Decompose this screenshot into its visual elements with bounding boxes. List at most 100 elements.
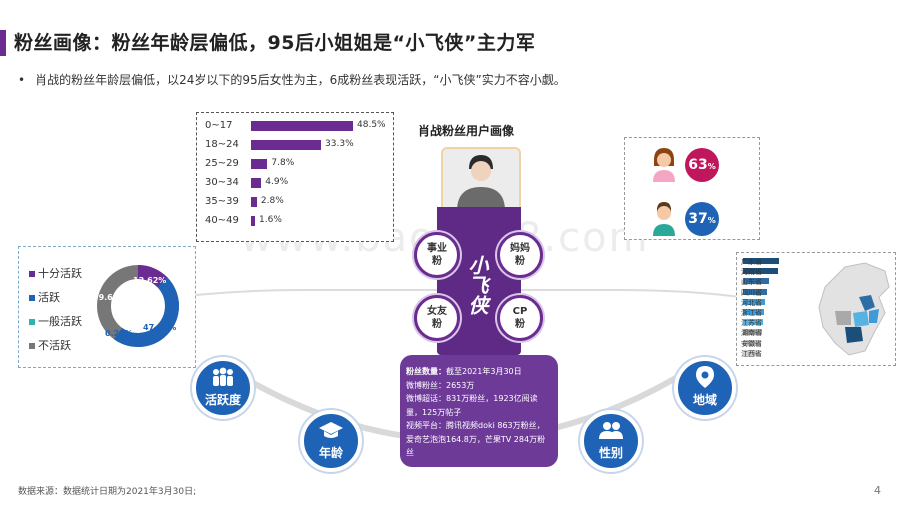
male-share: 37% (685, 202, 719, 236)
tag-career-fans[interactable]: 事业 粉 (414, 232, 460, 278)
tag-label: 事业 粉 (427, 243, 447, 267)
node-activity[interactable]: 活跃度 (192, 357, 254, 419)
portrait-photo (441, 147, 521, 213)
legend-inactive: 不活跃 (29, 337, 71, 353)
info-value: 微博粉丝：2653万 (406, 380, 475, 390)
age-label: 30~34 (205, 177, 239, 188)
node-label: 性别 (598, 446, 623, 460)
legend-label: 十分活跃 (38, 267, 82, 280)
node-label: 活跃度 (204, 393, 241, 407)
region-bar (743, 258, 779, 264)
age-label: 18~24 (205, 139, 239, 150)
tag-girlfriend-fans[interactable]: 女友 粉 (414, 295, 460, 341)
female-pct-sign: % (707, 162, 716, 171)
page-title: 粉丝画像：粉丝年龄层偏低，95后小姐姐是“小飞侠”主力军 (14, 32, 536, 54)
donut-label-active: 47.45% (143, 323, 177, 332)
region-bar (743, 319, 763, 326)
portrait-icon (443, 149, 519, 211)
info-line: 粉丝数量：截至2021年3月30日 (406, 365, 552, 379)
donut-label-normal: 0.24% (105, 329, 133, 338)
age-label: 25~29 (205, 158, 239, 169)
users-icon (584, 420, 638, 444)
people-icon (196, 367, 250, 391)
page-number: 4 (874, 484, 881, 497)
node-label: 年龄 (318, 446, 343, 460)
tag-label: CP 粉 (512, 306, 528, 330)
info-key: 粉丝数量： (406, 367, 446, 376)
male-value: 37 (688, 211, 708, 227)
age-bar (251, 197, 257, 207)
age-bar (251, 178, 262, 188)
subtitle: • 肖战的粉丝年龄层偏低，以24岁以下的95后女性为主，6成粉丝表现活跃，“小飞侠… (18, 71, 566, 88)
region-bar (743, 309, 764, 315)
age-label: 0~17 (205, 120, 233, 131)
age-row: 25~29 7.8% (197, 156, 393, 172)
age-bar (251, 121, 353, 131)
tag-mom-fans[interactable]: 妈妈 粉 (497, 232, 543, 278)
region-label: 河南省 (741, 268, 762, 277)
node-region[interactable]: 地域 (674, 357, 736, 419)
info-line: 视频平台：腾讯视频doki 863万粉丝，爱奇艺泡泡164.8万，芒果TV 28… (406, 419, 552, 460)
bullet: • (18, 73, 26, 87)
region-label: 江西省 (741, 349, 762, 358)
donut-label-very-active: 12.62% (133, 276, 167, 285)
region-label: 江苏省 (741, 319, 762, 328)
age-value-label: 1.6% (259, 215, 282, 225)
female-icon (653, 148, 675, 182)
map-pin-icon (678, 365, 732, 393)
legend-label: 活跃 (38, 291, 60, 304)
female-share: 63% (685, 148, 719, 182)
region-panel: 广东省河南省山东省四川省河北省浙江省江苏省湖南省安徽省江西省 (736, 252, 896, 366)
tag-label: 妈妈 粉 (510, 243, 530, 267)
fan-name: 小飞侠 (465, 255, 489, 315)
tag-cp-fans[interactable]: CP 粉 (497, 295, 543, 341)
age-value-label: 2.8% (260, 196, 284, 206)
node-gender[interactable]: 性别 (580, 410, 642, 472)
china-map (818, 262, 890, 356)
legend-label: 不活跃 (38, 339, 71, 352)
activity-donut (97, 265, 179, 347)
graduation-cap-icon (304, 420, 358, 444)
info-value: 微博超话：831万粉丝，1923亿阅读量，125万帖子 (406, 394, 538, 417)
subtitle-text: 肖战的粉丝年龄层偏低，以24岁以下的95后女性为主，6成粉丝表现活跃，“小飞侠”… (35, 73, 566, 87)
age-row: 35~39 2.8% (197, 194, 393, 210)
info-line: 微博超话：831万粉丝，1923亿阅读量，125万帖子 (406, 392, 552, 419)
region-label: 浙江省 (741, 309, 762, 317)
age-value-label: 48.5% (357, 120, 386, 130)
fan-info-box: 粉丝数量：截至2021年3月30日 微博粉丝：2653万 微博超话：831万粉丝… (400, 355, 558, 467)
legend-normal: 一般活跃 (29, 313, 82, 329)
info-value: 截至2021年3月30日 (446, 367, 522, 376)
region-bar (743, 278, 769, 285)
region-label: 四川省 (741, 288, 762, 297)
region-bar (743, 329, 762, 336)
node-age[interactable]: 年龄 (300, 410, 362, 472)
region-bar (743, 349, 760, 356)
age-value-label: 7.8% (271, 158, 295, 168)
region-bar (743, 339, 761, 346)
age-label: 35~39 (205, 196, 239, 207)
legend-label: 一般活跃 (38, 315, 82, 328)
region-label: 山东省 (741, 278, 762, 287)
legend-swatch (29, 343, 35, 349)
info-value: 视频平台：腾讯视频doki 863万粉丝，爱奇艺泡泡164.8万，芒果TV 28… (406, 421, 546, 457)
region-label: 湖南省 (741, 329, 762, 338)
center-title: 肖战粉丝用户画像 (418, 124, 515, 138)
legend-swatch (29, 295, 35, 301)
age-bar (251, 159, 268, 169)
age-value-label: 33.3% (325, 139, 354, 149)
age-row: 18~24 33.3% (197, 137, 393, 153)
legend-active: 活跃 (29, 289, 60, 305)
source-footnote: 数据来源：数据统计日期为2021年3月30日; (18, 487, 197, 497)
region-label: 安徽省 (741, 339, 762, 348)
info-line: 微博粉丝：2653万 (406, 379, 552, 393)
legend-swatch (29, 271, 35, 277)
region-label: 河北省 (741, 298, 762, 307)
female-value: 63 (688, 157, 708, 173)
region-label: 广东省 (741, 258, 762, 266)
age-chart: 0~17 48.5% 18~24 33.3% 25~29 7.8% 30~34 4.9% 35~… (196, 112, 394, 242)
legend-swatch (29, 319, 35, 325)
age-value-label: 4.9% (265, 177, 289, 187)
region-bar (743, 298, 765, 305)
legend-very-active: 十分活跃 (29, 265, 82, 281)
